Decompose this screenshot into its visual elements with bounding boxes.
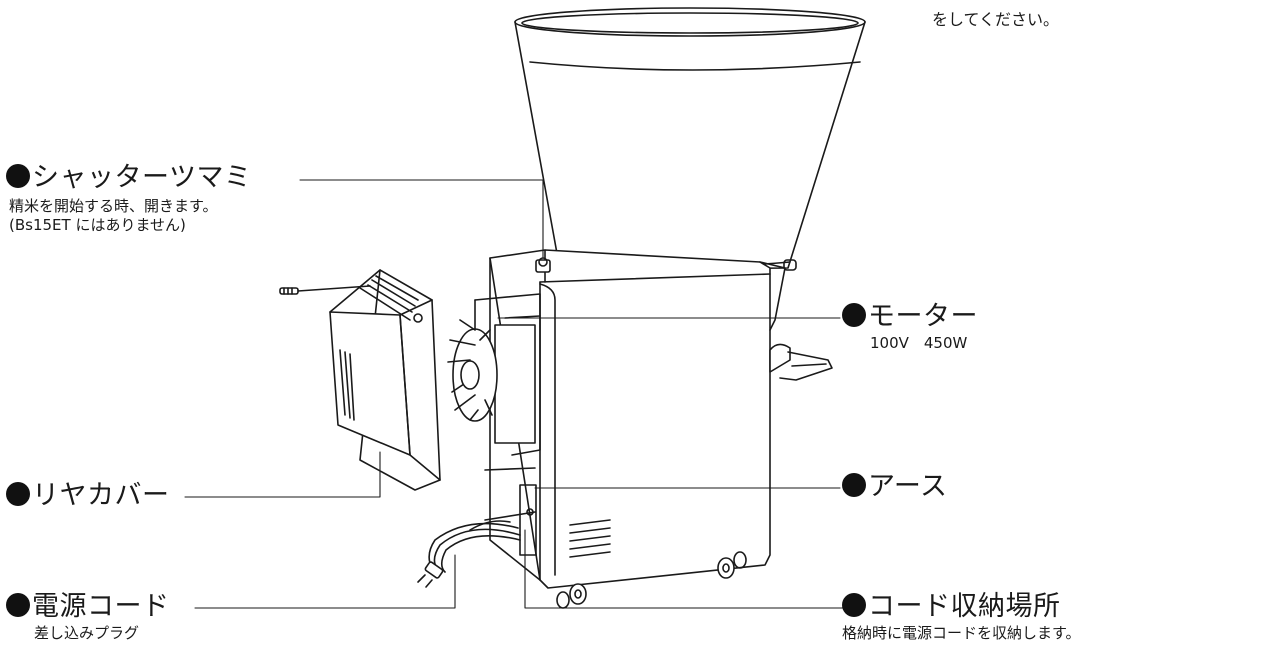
callout-cord-storage-title: コード収納場所: [868, 591, 1061, 622]
bullet-icon: [842, 473, 866, 497]
leader-cord-storage: [524, 529, 846, 609]
cover-screw: [279, 285, 371, 295]
callout-cord-storage: コード収納場所 格納時に電源コードを収納します。: [842, 592, 1081, 643]
bullet-icon: [842, 303, 866, 327]
callout-earth-title: アース: [868, 471, 948, 502]
top-note: をしてください。: [932, 10, 1060, 29]
casters: [556, 551, 747, 609]
bullet-icon: [6, 593, 30, 617]
callout-power-cord-title: 電源コード: [32, 591, 170, 622]
callout-cord-storage-desc: 格納時に電源コードを収納します。: [842, 623, 1081, 642]
rear-cover: [329, 269, 441, 491]
power-cord: [417, 520, 521, 588]
side-handle: [769, 343, 833, 381]
callout-motor-title: モーター: [868, 301, 978, 332]
callout-power-cord: 電源コード 差し込みプラグ: [6, 592, 170, 643]
callout-shutter-title: シャッターツマミ: [32, 162, 252, 193]
callout-motor: モーター 100V 450W: [842, 302, 978, 353]
leader-power-cord: [194, 554, 456, 609]
callout-rear-cover: リヤカバー: [6, 481, 170, 511]
motor-fan: [447, 319, 498, 422]
bullet-icon: [6, 482, 30, 506]
callout-shutter-desc-1: 精米を開始する時、開きます。: [9, 196, 218, 215]
bullet-icon: [6, 164, 30, 188]
callout-earth: アース: [842, 472, 948, 502]
callout-rear-cover-title: リヤカバー: [32, 480, 170, 511]
callout-shutter: シャッターツマミ 精米を開始する時、開きます。 (Bs15ET にはありません): [6, 163, 251, 236]
hopper: [514, 7, 866, 271]
callout-motor-desc: 100V 450W: [870, 333, 968, 352]
callout-shutter-desc-2: (Bs15ET にはありません): [9, 216, 186, 235]
callout-power-cord-desc: 差し込みプラグ: [34, 623, 140, 642]
machine-body: [489, 249, 786, 589]
leader-shutter: [299, 179, 544, 259]
motor-frame: [474, 293, 541, 556]
leader-rear-cover: [184, 451, 381, 498]
leader-lines: [184, 179, 846, 609]
bullet-icon: [842, 593, 866, 617]
body-vent: [569, 519, 611, 558]
